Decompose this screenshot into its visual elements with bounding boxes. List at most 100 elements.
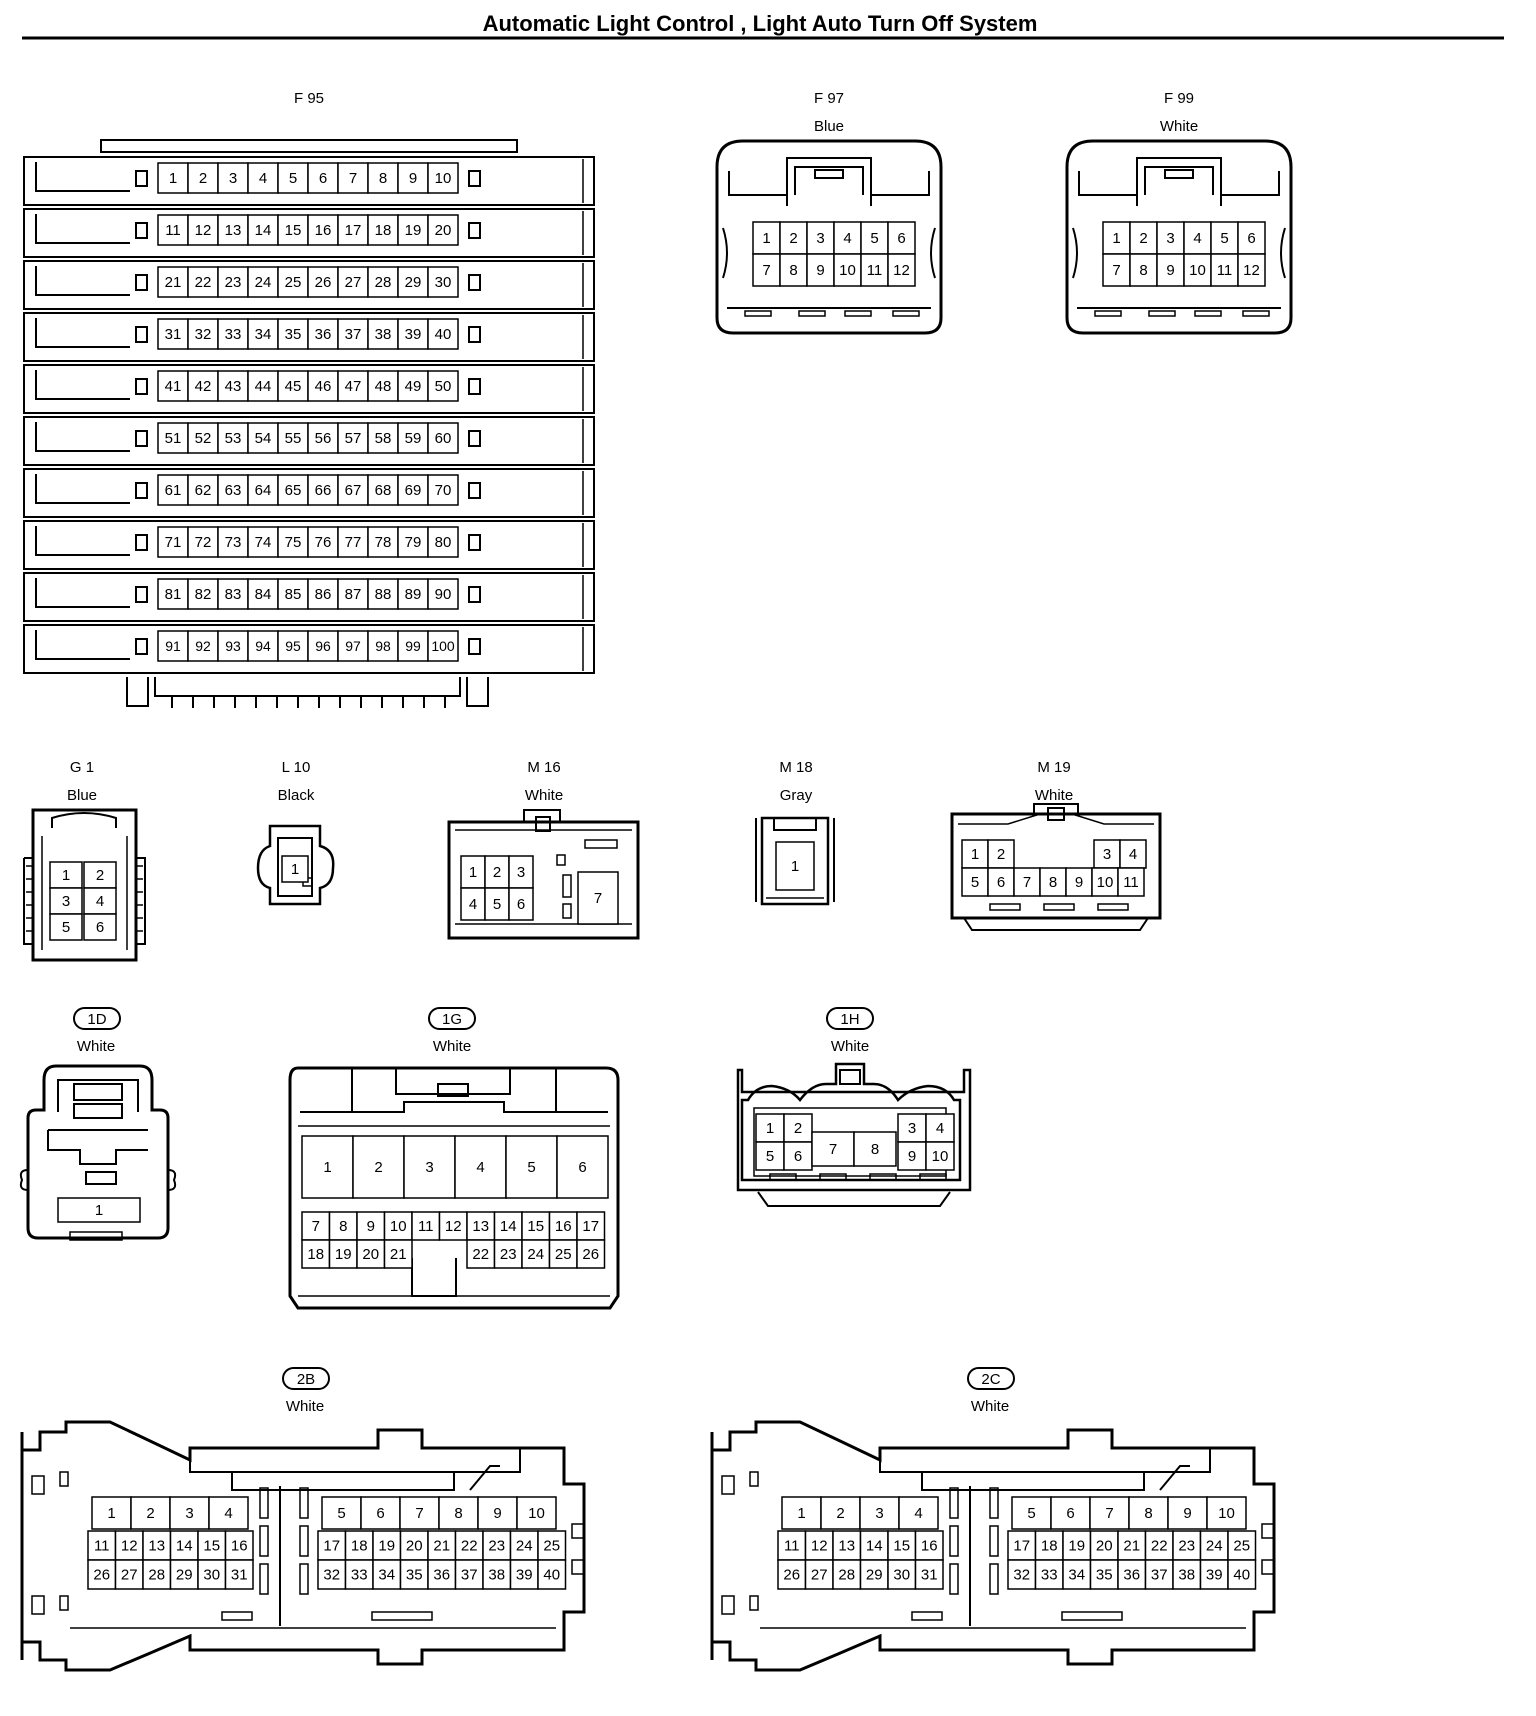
f95-pin-cell (277, 422, 309, 454)
f95-pin-cell (187, 578, 219, 610)
f95-pin-cell (367, 474, 399, 506)
l10-pin-label: 1 (291, 861, 299, 878)
m18-pin-cell (775, 841, 815, 891)
2b-pin-cell (317, 1559, 347, 1590)
m16-pin-label: 4 (469, 896, 477, 913)
1d-keyway (47, 1129, 148, 1165)
m19-pin-cell (987, 867, 1015, 897)
2c-pin-cell (914, 1559, 944, 1590)
f95-pin-label: 37 (345, 326, 362, 343)
f99-base-slot (1094, 310, 1122, 317)
1h-pin-label: 3 (908, 1120, 916, 1137)
f95-left-lock (135, 430, 148, 447)
f95-pin-cell (157, 578, 189, 610)
2b-pin-label: 24 (516, 1538, 533, 1555)
1h-latch-tab (839, 1069, 861, 1085)
m19-pin-cell (1039, 867, 1067, 897)
f95-row-frame (23, 416, 595, 466)
f95-pin-cell (367, 162, 399, 194)
f95-row-frame (23, 260, 595, 310)
2c-pin-label: 18 (1041, 1538, 1058, 1555)
1g-code: 1G (442, 1011, 462, 1028)
2c-pin-cell (859, 1496, 900, 1530)
1h-pin-label: 8 (871, 1141, 879, 1158)
m16-pin-label: 2 (493, 864, 501, 881)
f95-left-lock (135, 274, 148, 291)
f95-left-lock (135, 586, 148, 603)
f95-pin-label: 73 (225, 534, 242, 551)
f95-pin-label: 75 (285, 534, 302, 551)
f95-pin-label: 57 (345, 430, 362, 447)
f95-pin-cell (337, 370, 369, 402)
f95-pin-label: 66 (315, 482, 332, 499)
1h-code: 1H (840, 1011, 859, 1028)
f95-right-lock (468, 378, 481, 395)
m19-latch (1033, 803, 1079, 814)
1g-pin-label: 22 (472, 1246, 489, 1263)
2c-pin-cell (1062, 1530, 1092, 1561)
1h-slot (819, 1173, 847, 1181)
1g-pin-cell (301, 1211, 331, 1241)
m19-pin-cell (1093, 839, 1121, 869)
f95-pin-cell (157, 474, 189, 506)
1g-latch (395, 1068, 511, 1095)
f95-row-latch (35, 266, 130, 296)
2c-pin-label: 1 (797, 1505, 805, 1522)
m19-pin-cell (961, 867, 989, 897)
f95-pin-cell (397, 526, 429, 558)
f95-pin-cell (397, 318, 429, 350)
m16-housing (447, 820, 640, 940)
g1-pin-cell (49, 861, 83, 889)
f95-pin-label: 34 (255, 326, 272, 343)
f95-pin-label: 97 (345, 638, 361, 654)
f95-pin-label: 46 (315, 378, 332, 395)
1h-color: White (831, 1038, 869, 1055)
g1-pin-cell (83, 887, 117, 915)
f95-pin-label: 21 (165, 274, 182, 291)
f95-pin-cell (397, 578, 429, 610)
m19-top-inner (958, 813, 1154, 825)
f95-pin-label: 49 (405, 378, 422, 395)
1g-pin-cell (548, 1239, 578, 1269)
2c-pin-label: 9 (1183, 1505, 1191, 1522)
f97-color: Blue (814, 118, 844, 135)
f95-pin-label: 28 (375, 274, 392, 291)
1h-pin-cell (755, 1113, 785, 1143)
f99-shoulder (1078, 171, 1137, 196)
f99-pin-label: 4 (1193, 230, 1201, 247)
1g-pin-cell (403, 1135, 456, 1199)
1g-pin-label: 8 (339, 1218, 347, 1235)
m16-pin-label: 3 (517, 864, 525, 881)
f95-pin-cell (427, 474, 459, 506)
2b-pin-label: 6 (376, 1505, 384, 1522)
m19-pin-label: 7 (1023, 874, 1031, 891)
f95-pin-cell (367, 370, 399, 402)
f95-pin-cell (217, 318, 249, 350)
f95-pin-cell (397, 422, 429, 454)
f95-pin-label: 69 (405, 482, 422, 499)
f95-pin-label: 79 (405, 534, 422, 551)
2c-top-slot (921, 1471, 1145, 1491)
f99-pin-label: 10 (1189, 262, 1206, 279)
f95-pin-label: 2 (199, 170, 207, 187)
m16-latch-tab (535, 816, 551, 832)
2b-pin-label: 20 (406, 1538, 423, 1555)
1g-pin-label: 20 (362, 1246, 379, 1263)
1d-color: White (77, 1038, 115, 1055)
2b-pin-label: 40 (543, 1567, 560, 1584)
f95-row-latch (35, 318, 130, 348)
2b-pin-label: 10 (528, 1505, 545, 1522)
2b-pin-label: 34 (378, 1567, 395, 1584)
2b-top-slot (231, 1471, 455, 1491)
f95-pin-label: 78 (375, 534, 392, 551)
2b-base-slot (221, 1611, 253, 1621)
f95-pin-label: 35 (285, 326, 302, 343)
2b-pin-cell (399, 1496, 440, 1530)
f99-base-slot (1194, 310, 1222, 317)
2b-pin-label: 1 (107, 1505, 115, 1522)
1h-pin-cell (897, 1141, 927, 1171)
g1-pin-label: 2 (96, 867, 104, 884)
f95-pin-label: 89 (405, 586, 422, 603)
f95-pin-cell (337, 578, 369, 610)
2c-pin-label: 33 (1041, 1567, 1058, 1584)
